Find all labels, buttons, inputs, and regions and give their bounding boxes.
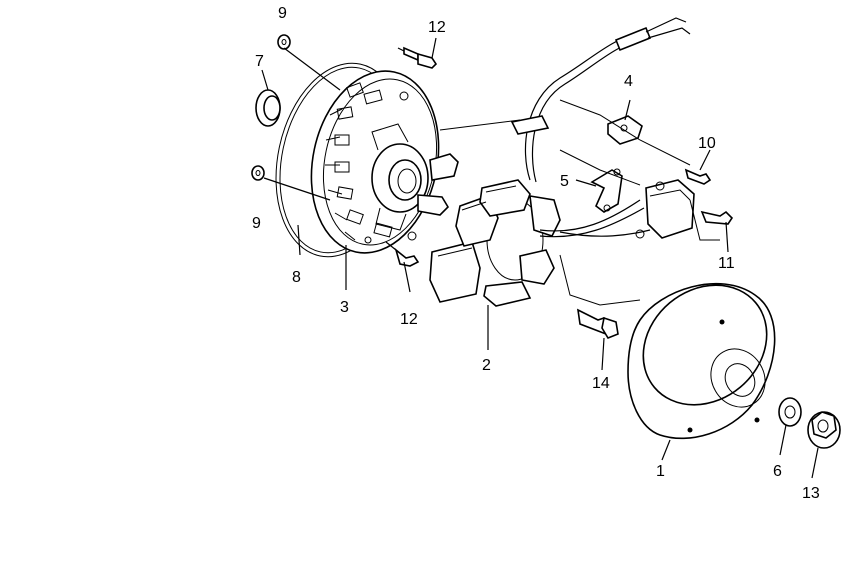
callout-9-upper: 9 [278,5,287,22]
callout-9-lower: 9 [252,215,261,232]
callout-11: 11 [718,255,735,272]
bolt-14 [576,308,619,339]
screw-10 [684,168,712,185]
callout-13: 13 [802,485,820,502]
callout-8: 8 [292,269,301,286]
small-washer-upper [277,34,291,50]
callout-4: 4 [624,73,633,90]
callout-10: 10 [698,135,716,152]
wiring-harness [510,17,691,238]
screw-12-upper [397,46,438,69]
oil-seal [255,89,281,127]
callout-12-upper: 12 [428,19,446,36]
callout-12-lower: 12 [400,311,418,328]
callout-6: 6 [773,463,782,480]
callout-1: 1 [656,463,665,480]
wire-clamp [607,115,643,145]
pulse-generator [635,179,695,239]
flywheel-rotor [627,282,776,440]
stator-coil [429,179,561,307]
callout-3: 3 [340,299,349,316]
leader-lines [261,37,819,479]
stator-cover [310,70,459,254]
washer [778,397,802,427]
screw-12-lower [385,241,420,267]
flange-nut [807,411,841,449]
callout-14: 14 [592,375,610,392]
callout-7: 7 [255,53,264,70]
small-washer-lower [251,165,265,181]
callout-2: 2 [482,357,491,374]
callout-5: 5 [560,173,569,190]
mounting-bracket [590,168,623,213]
screw-11 [700,210,734,225]
